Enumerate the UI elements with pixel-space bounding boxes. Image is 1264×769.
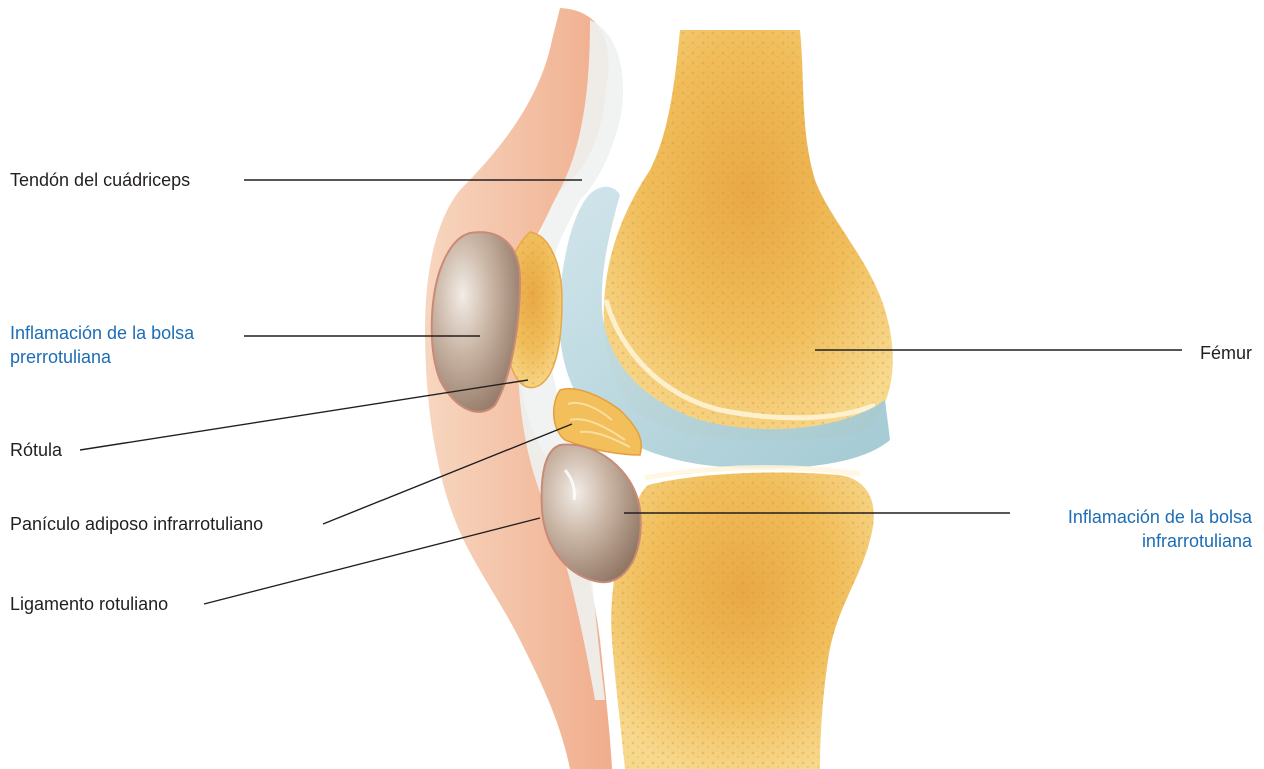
label-femur-text: Fémur (1200, 343, 1252, 363)
label-patella-text: Rótula (10, 440, 62, 460)
label-quadriceps-tendon-text: Tendón del cuádriceps (10, 170, 190, 190)
label-patellar-ligament-text: Ligamento rotuliano (10, 594, 168, 614)
label-infrapatellar-fat-pad-text: Panículo adiposo infrarrotuliano (10, 514, 263, 534)
label-infrapatellar-bursitis: Inflamación de la bolsa infrarrotuliana (1068, 505, 1252, 553)
label-patellar-ligament: Ligamento rotuliano (10, 592, 168, 616)
label-patella: Rótula (10, 438, 62, 462)
label-prepatellar-bursitis-line1: Inflamación de la bolsa (10, 321, 194, 345)
label-quadriceps-tendon: Tendón del cuádriceps (10, 168, 190, 192)
label-infrapatellar-fat-pad: Panículo adiposo infrarrotuliano (10, 512, 263, 536)
label-femur: Fémur (1200, 341, 1252, 365)
label-infrapatellar-bursitis-line2: infrarrotuliana (1068, 529, 1252, 553)
label-infrapatellar-bursitis-line1: Inflamación de la bolsa (1068, 505, 1252, 529)
label-prepatellar-bursitis-line2: prerrotuliana (10, 345, 194, 369)
label-prepatellar-bursitis: Inflamación de la bolsa prerrotuliana (10, 321, 194, 369)
